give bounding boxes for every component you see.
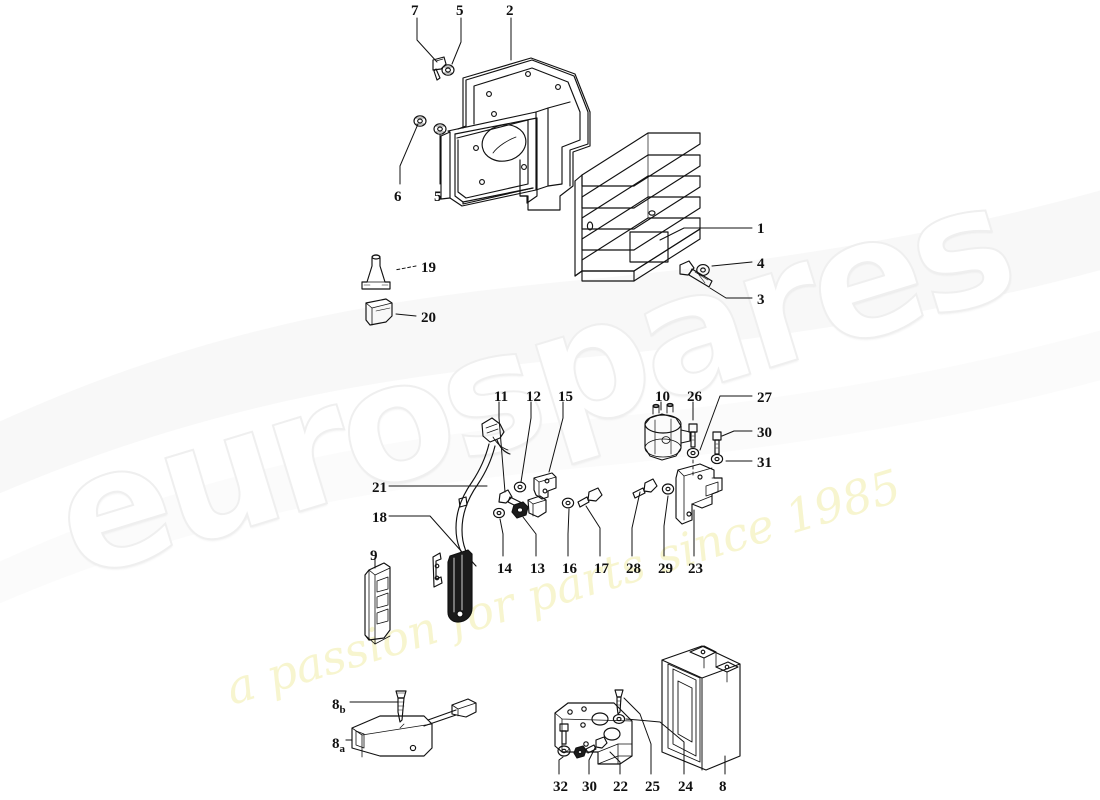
part-24-washer	[612, 714, 626, 724]
callout-2-2: 2	[506, 3, 514, 19]
part-30-bolt-bottom	[559, 723, 569, 745]
callout-15-12: 15	[558, 389, 573, 405]
part-32-lock-washer	[557, 745, 571, 757]
part-23-support-bracket	[675, 463, 723, 525]
leader-3	[709, 287, 753, 299]
leader-30-right	[721, 430, 753, 437]
part-8a-sensor	[351, 698, 477, 758]
callout-30-16: 30	[757, 425, 772, 441]
leader-lines-top	[399, 17, 512, 185]
part-9-multipin-connector	[364, 562, 391, 645]
callout-1-5: 1	[757, 221, 765, 237]
callout-29-26: 29	[658, 561, 673, 577]
leader-28	[631, 491, 641, 557]
part-5-nut-lower	[433, 123, 447, 135]
part-6-nut	[413, 115, 427, 127]
part-4-washer	[696, 264, 710, 276]
callout-26-14: 26	[687, 389, 702, 405]
part-30c-bolt	[585, 736, 608, 754]
callout-30-31: 30	[582, 779, 597, 795]
part-8-control-module	[661, 645, 741, 771]
callout-19-8: 19	[421, 260, 436, 276]
leader-27	[699, 395, 753, 451]
callout-10-13: 10	[655, 389, 670, 405]
callout-24-34: 24	[678, 779, 693, 795]
part-18-clip-and-connector	[432, 549, 473, 623]
callout-8b-28: 8b	[332, 697, 346, 716]
leader-18	[388, 515, 463, 553]
callout-28-25: 28	[626, 561, 641, 577]
callout-6-3: 6	[394, 189, 402, 205]
part-28-bolt	[632, 478, 658, 499]
part-31-washer	[710, 453, 724, 465]
callout-12-11: 12	[526, 389, 541, 405]
leader-25	[623, 697, 652, 775]
leader-1	[659, 227, 753, 241]
callout-3-7: 3	[757, 292, 765, 308]
callout-22-32: 22	[613, 779, 628, 795]
leader-22	[609, 751, 621, 775]
leader-32	[558, 756, 564, 775]
fastener-cluster-11-17	[493, 472, 603, 519]
callout-17-24: 17	[594, 561, 609, 577]
part-26-bolt	[688, 423, 698, 448]
callout-13-22: 13	[530, 561, 545, 577]
callout-8a-29: 8a	[332, 736, 345, 755]
callout-4-6: 4	[757, 256, 765, 272]
part-30-bolt-right	[712, 431, 722, 455]
leader-20	[395, 313, 417, 317]
part-25-screw	[614, 689, 624, 715]
callout-8-35: 8	[719, 779, 727, 795]
part-19-grommet-boot	[361, 254, 391, 290]
callout-25-33: 25	[645, 779, 660, 795]
callout-9-20: 9	[370, 548, 378, 564]
leader-30-bottom	[588, 747, 596, 775]
callout-27-15: 27	[757, 390, 772, 406]
callout-23-27: 23	[688, 561, 703, 577]
callout-5-4: 5	[434, 189, 442, 205]
part-21-wiring-harness	[455, 417, 511, 567]
callout-16-23: 16	[562, 561, 577, 577]
callout-11-10: 11	[494, 389, 509, 405]
callout-14-21: 14	[497, 561, 512, 577]
part-2-mounting-plate	[440, 57, 591, 211]
callout-5-1: 5	[456, 3, 464, 19]
part-20-insulator-cap	[365, 298, 393, 326]
part-30b-small-nut	[573, 745, 587, 759]
part-29-washer	[661, 483, 675, 495]
leader-4	[711, 261, 753, 267]
callout-32-30: 32	[553, 779, 568, 795]
callout-18-19: 18	[372, 510, 387, 526]
leader-lines-mid	[498, 401, 601, 557]
callout-21-18: 21	[372, 480, 387, 496]
part-10-relay-solenoid	[644, 402, 691, 461]
part-1-finned-control-unit	[574, 132, 701, 282]
leader-24	[625, 718, 685, 775]
callout-20-9: 20	[421, 310, 436, 326]
leader-29	[663, 495, 669, 557]
part-8b-screw	[395, 690, 407, 723]
callout-7-0: 7	[411, 3, 419, 19]
part-3-hex-bolt	[679, 260, 713, 288]
callout-31-17: 31	[757, 455, 772, 471]
part-27-washer	[686, 447, 700, 459]
leader-19	[394, 265, 417, 271]
part-5-nut-top	[441, 64, 455, 76]
